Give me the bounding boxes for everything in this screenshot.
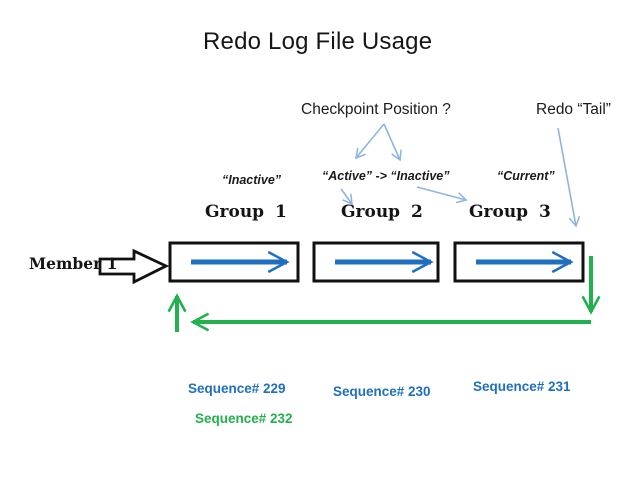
checkpoint-arrow-left <box>355 123 385 160</box>
member1-label: Member 1 <box>29 254 118 273</box>
active-to-group2-arrow <box>340 188 353 206</box>
page-title: Redo Log File Usage <box>203 28 433 55</box>
group2-label: Group 2 <box>341 202 423 222</box>
redo-tail-arrow <box>557 127 581 228</box>
sequence-231-label: Sequence# 231 <box>473 379 571 394</box>
member-pointer-arrow-icon <box>98 248 170 285</box>
inactive-to-group3-arrow <box>416 186 468 204</box>
group3-label: Group 3 <box>469 202 551 222</box>
checkpoint-arrow-right <box>383 123 402 162</box>
group1-state-label: “Inactive” <box>222 173 282 187</box>
group2-state-label: “Active” -> “Inactive” <box>322 169 450 183</box>
sequence-229-label: Sequence# 229 <box>188 381 286 396</box>
sequence-232-label: Sequence# 232 <box>195 411 293 426</box>
sequence-230-label: Sequence# 230 <box>333 384 431 399</box>
redo-tail-label: Redo “Tail” <box>536 101 611 118</box>
group3-state-label: “Current” <box>497 169 555 183</box>
checkpoint-position-label: Checkpoint Position ? <box>301 101 451 118</box>
group1-label: Group 1 <box>205 202 287 222</box>
